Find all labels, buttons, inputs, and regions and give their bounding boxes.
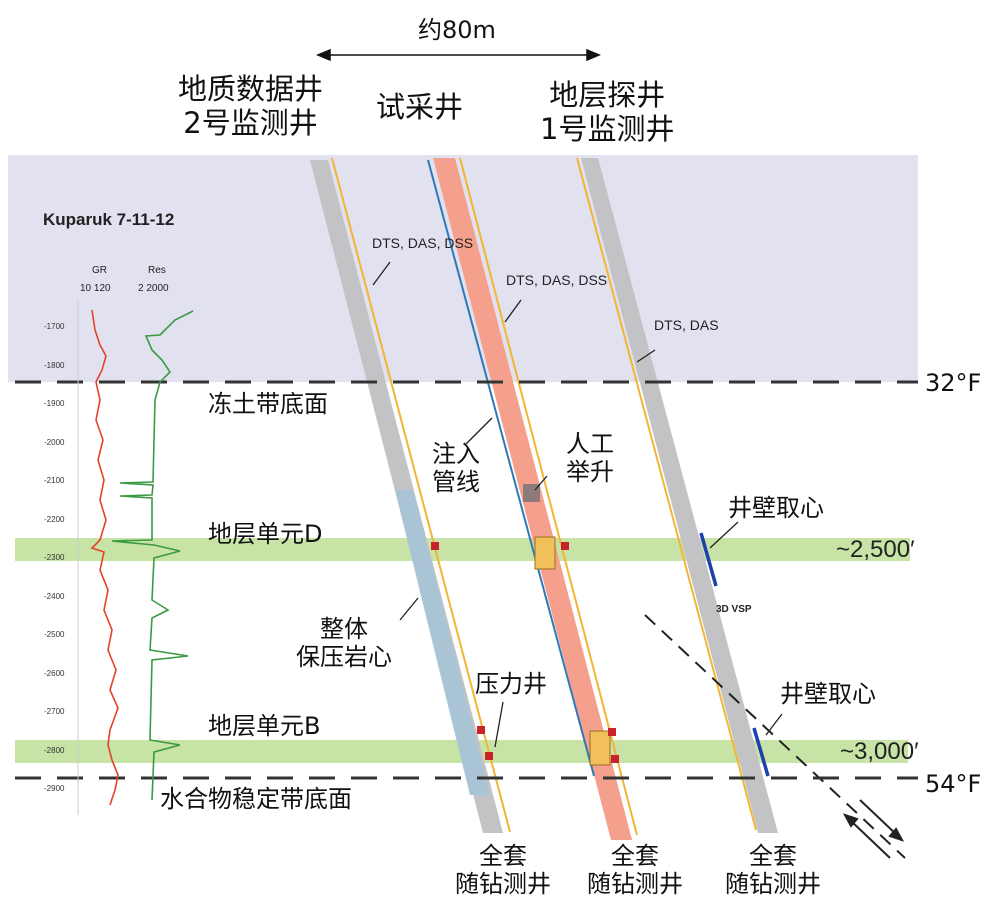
gr-scale: 10 120 [80,283,111,294]
depth-tick: -2700 [44,707,65,716]
distance-label: 约80m [418,16,496,44]
sidewall-core-mark-1 [699,532,718,587]
permafrost-base-label: 冻土带底面 [208,390,328,418]
well-title-line: 地质数据井 [178,72,324,106]
gr-label: GR [92,265,107,276]
label-line: 随钻测井 [725,870,821,898]
depth-tick: -2800 [44,745,65,755]
log-title: Kuparuk 7-11-12 [43,210,175,229]
well-2-logging-label: 全套 随钻测井 [572,842,698,898]
label-line: 随钻测井 [455,870,551,898]
fiber-label-well-2: DTS, DAS, DSS [506,272,608,288]
label-line: 举升 [566,458,614,486]
depth-tick: -2200 [44,514,65,524]
sidewall-core-label-1: 井壁取心 [728,494,824,522]
hydrate-temp-label: 54°F [925,770,982,798]
sidewall-core-mark-2 [752,727,770,777]
vsp-label: 3D VSP [716,604,752,615]
label-line: 保压岩心 [296,643,392,671]
label-line: 全套 [611,842,659,870]
fiber-label-well-3: DTS, DAS [654,317,719,333]
depth-tick: -2500 [44,630,65,639]
label-line: 注入 [432,440,480,468]
depth-tick: -2300 [44,553,65,562]
pressure-well-label: 压力井 [475,670,547,698]
label-line: 全套 [749,842,797,870]
unit-b-depth: ~3,000′ [840,738,919,765]
injection-line-label: 注入 管线 [432,440,480,496]
log-tracks [77,300,194,815]
label-line: 随钻测井 [587,870,683,898]
depth-tick: -1900 [44,399,65,408]
label-line: 人工 [566,430,614,458]
depth-tick: -1700 [44,322,65,331]
depth-tick: -2000 [44,437,65,447]
distance-arrow [316,48,601,62]
fault-line [644,614,906,859]
hydrate-base-label: 水合物稳定带底面 [160,785,352,813]
well-title-line: 1号监测井 [540,112,675,146]
unit-b-label: 地层单元B [208,712,321,740]
res-curve [111,310,194,801]
unit-d-label: 地层单元D [208,520,323,548]
label-line: 整体 [320,615,368,643]
label-line: 管线 [432,468,480,496]
res-scale: 2 2000 [138,283,169,294]
well-title-line: 2号监测井 [183,106,318,140]
unit-d-band [15,538,910,561]
unit-d-depth: ~2,500′ [836,536,915,563]
fiber-label-well-1: DTS, DAS, DSS [372,235,474,251]
well-monitoring-2 [310,157,511,833]
depth-tick: -2100 [44,476,65,485]
well-monitoring-1 [576,157,778,833]
well-title-line: 地层探井 [549,78,666,112]
well-title-monitoring-1: 地层探井 1号监测井 [540,78,674,146]
depth-axis: -1700 -1800 -1900 -2000 -2100 -2200 -230… [44,308,64,809]
well-3-logging-label: 全套 随钻测井 [710,842,836,898]
res-label: Res [148,265,166,276]
depth-tick: -2400 [44,591,65,601]
pressure-core-label: 整体 保压岩心 [296,615,392,671]
leader-lines [372,261,783,748]
depth-tick: -2600 [44,668,65,678]
depth-tick: -2900 [44,784,65,793]
well-1-logging-label: 全套 随钻测井 [440,842,566,898]
gr-curve [90,309,119,806]
depth-tick: -1800 [44,360,65,370]
sidewall-core-label-2: 井壁取心 [780,680,876,708]
label-line: 全套 [479,842,527,870]
permafrost-temp-label: 32°F [925,369,982,397]
well-title-producer: 试采井 [376,90,464,124]
well-title-monitoring-2: 地质数据井 2号监测井 [178,72,323,140]
artificial-lift-label: 人工 举升 [566,430,614,486]
